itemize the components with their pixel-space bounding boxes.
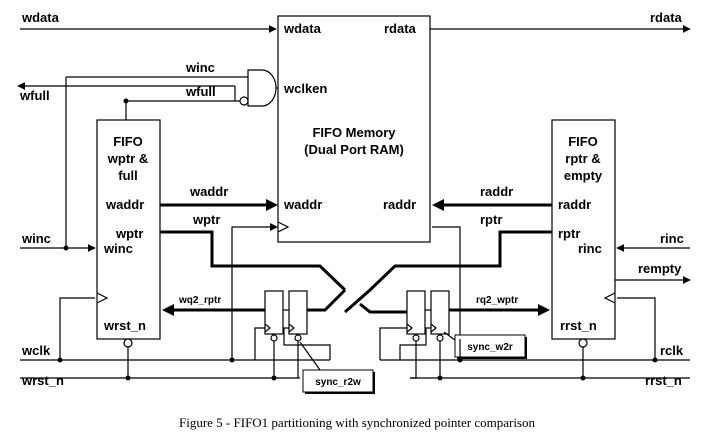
rclk-junction1 [652, 357, 658, 363]
write-block-clock-triangle [96, 292, 109, 304]
wclk-to-write-block [59, 297, 95, 360]
wq2-rptr-arrowhead [162, 304, 174, 316]
rptr-label: rptr [480, 212, 502, 227]
sync-r2w-flop1-reset [270, 334, 278, 342]
write-block-title1: FIFO [113, 134, 143, 149]
wdata-label: wdata [21, 10, 60, 25]
wfull-label: wfull [19, 88, 50, 103]
figure-caption: Figure 5 - FIFO1 partitioning with synch… [179, 415, 536, 430]
sync-w2r-pointer [443, 331, 456, 341]
wrst-n-junction1 [125, 375, 131, 381]
sync-r2w-pointer [299, 341, 321, 371]
and-gate-inverter-bubble [239, 96, 249, 106]
write-block-port-wptr: wptr [115, 226, 143, 241]
sync-w2r-flop1 [406, 290, 426, 335]
read-pointer-block [551, 119, 616, 340]
write-pointer-block [96, 119, 161, 340]
write-block-title3: full [118, 168, 138, 183]
wrst-n-junction2 [271, 375, 277, 381]
read-block-title3: empty [564, 168, 603, 183]
rclk-label: rclk [660, 343, 684, 358]
wrst-n-label: wrst_n [21, 373, 64, 388]
rptr-bus [344, 230, 552, 314]
read-block-port-rrst-n: rrst_n [560, 318, 597, 333]
memory-port-waddr: waddr [283, 197, 322, 212]
write-block-port-waddr: waddr [105, 197, 144, 212]
memory-port-wclken: wclken [283, 81, 327, 96]
rdata-label: rdata [650, 10, 683, 25]
read-block-port-raddr: raddr [558, 197, 591, 212]
write-block-port-winc: winc [103, 241, 133, 256]
sync-r2w-label-box [302, 369, 374, 393]
sync-r2w-flop2 [288, 290, 308, 335]
read-block-reset-bubble [578, 338, 588, 348]
read-block-title2: rptr & [565, 151, 600, 166]
memory-port-rdata: rdata [384, 21, 417, 36]
rrst-n-junction1 [580, 375, 586, 381]
rq2-wptr-arrowhead [538, 304, 550, 316]
fifo-memory-block [277, 15, 431, 243]
sync-w2r-flop1-reset [412, 334, 420, 342]
write-block-port-wrst-n: wrst_n [103, 318, 146, 333]
rrst-n-junction2 [437, 375, 443, 381]
rclk-to-w2r-flop2 [399, 327, 431, 360]
winc-label: winc [21, 231, 51, 246]
gate-winc-label: winc [185, 60, 215, 75]
read-block-title1: FIFO [568, 134, 598, 149]
sync-r2w-label: sync_r2w [315, 377, 361, 388]
read-block-port-rptr: rptr [558, 226, 580, 241]
sync-r2w-flop2-clk [288, 323, 295, 333]
rrst-n-to-w2r-flop1 [410, 341, 417, 379]
wptr-label: wptr [192, 212, 220, 227]
waddr-arrowhead [266, 199, 278, 211]
wfull-junction [123, 98, 129, 104]
read-block-clock-triangle [603, 292, 616, 304]
wptr-bus [160, 230, 347, 292]
rptr-to-sync-r2w [307, 288, 347, 312]
write-block-reset-bubble [123, 338, 133, 348]
rq2-wptr-label: rq2_wptr [476, 295, 518, 306]
wclk-to-r2w-flop2 [283, 327, 331, 360]
and-gate [247, 69, 277, 107]
rempty-label: rempty [638, 261, 682, 276]
wq2-rptr-label: wq2_rptr [178, 295, 221, 306]
rrst-n-label: rrst_n [645, 373, 682, 388]
raddr-arrowhead [432, 199, 444, 211]
waddr-label: waddr [189, 184, 228, 199]
sync-w2r-label: sync_w2r [467, 342, 513, 353]
rclk-to-read-block [617, 297, 656, 360]
rclk-to-memory-wire [432, 226, 461, 339]
sync-w2r-flop2 [430, 290, 450, 335]
sync-w2r-flop2-clk [430, 323, 437, 333]
sync-w2r-flop1-clk [406, 323, 413, 333]
wclk-memory-arrowhead [270, 223, 278, 231]
memory-port-wdata: wdata [283, 21, 322, 36]
raddr-label: raddr [480, 184, 513, 199]
rclk-to-w2r-flop1 [379, 327, 407, 360]
sync-r2w-flop1 [264, 290, 284, 335]
wclk-to-r2w-flop1 [254, 327, 265, 360]
wptr-bus-continued [359, 302, 407, 314]
memory-title-line2: (Dual Port RAM) [304, 142, 404, 157]
wclk-to-memory-wire [231, 226, 276, 339]
memory-title-line1: FIFO Memory [312, 125, 396, 140]
write-block-title2: wptr & [107, 151, 148, 166]
wclk-junction1 [57, 357, 63, 363]
gate-wfull-label: wfull [185, 84, 216, 99]
memory-clock-triangle [277, 221, 290, 233]
sync-w2r-flop2-reset [436, 334, 444, 342]
read-block-port-rinc: rinc [578, 241, 602, 256]
wclk-label: wclk [21, 343, 51, 358]
sync-w2r-label-box [454, 334, 526, 358]
rinc-label: rinc [660, 231, 684, 246]
sync-r2w-flop1-clk [264, 323, 271, 333]
memory-port-raddr: raddr [383, 197, 416, 212]
winc-junction [63, 245, 69, 251]
sync-r2w-flop2-reset [294, 334, 302, 342]
